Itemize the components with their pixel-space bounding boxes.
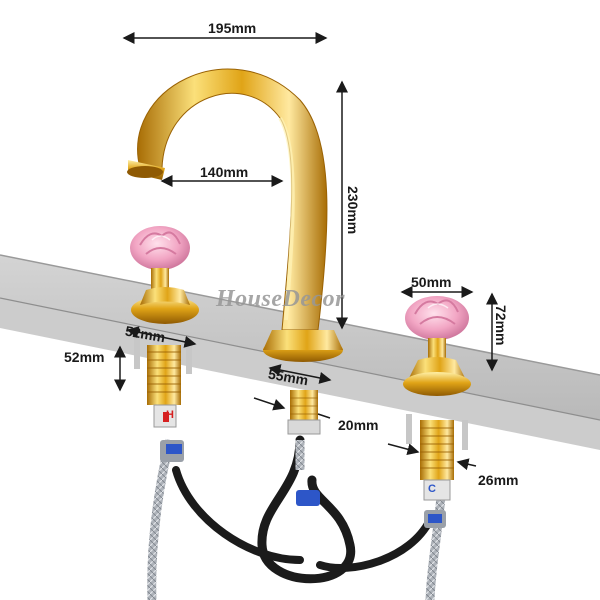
hot-marker [163, 412, 169, 422]
dim-shank-diameter: 20mm [338, 417, 379, 433]
spout [127, 68, 343, 506]
cold-label: C [428, 483, 436, 495]
left-handle [130, 226, 199, 462]
hot-label: H [166, 409, 174, 421]
dim-spout-height: 230mm [345, 186, 361, 235]
dimension-lines [114, 32, 498, 471]
dim-left-height: 52mm [64, 349, 105, 365]
black-hose [172, 435, 434, 584]
dim-spout-width: 195mm [208, 20, 257, 36]
watermark: HouseDecor [216, 286, 345, 312]
dim-handle-height: 72mm [493, 305, 509, 346]
right-handle [403, 296, 471, 528]
dim-handle-shank: 26mm [478, 472, 519, 488]
dim-spout-reach: 140mm [200, 164, 249, 180]
dim-handle-width: 50mm [411, 274, 452, 290]
